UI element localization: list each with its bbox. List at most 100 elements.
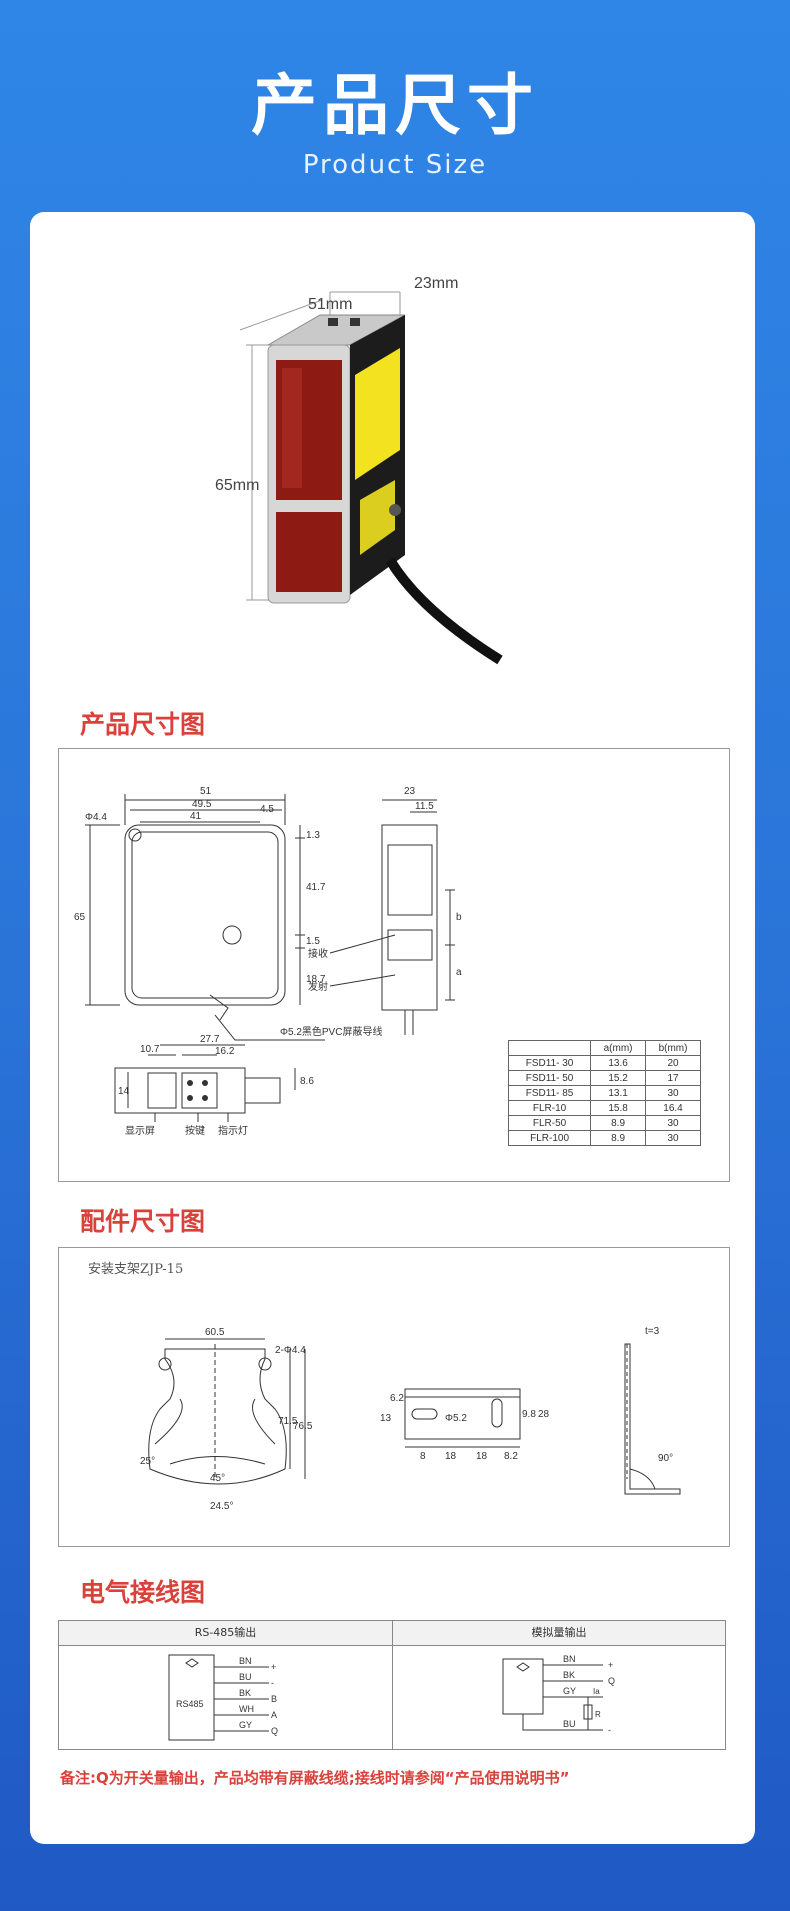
wiring-right-header: 模拟量输出 xyxy=(393,1621,725,1646)
table-cell: 15.2 xyxy=(590,1070,647,1086)
wire-color: WH xyxy=(239,1704,254,1714)
front-dim-1-5: 1.5 xyxy=(306,936,320,947)
button-label: 按键 xyxy=(185,1124,205,1137)
indicator-label: 指示灯 xyxy=(218,1124,248,1137)
table-cell: 30 xyxy=(645,1085,701,1101)
table-cell: 13.6 xyxy=(590,1055,647,1071)
bracket-angle-24-5: 24.5° xyxy=(210,1501,233,1512)
bracket-hole-dim: 2-Φ4.4 xyxy=(275,1345,306,1356)
wire-signal: - xyxy=(271,1678,274,1688)
bracket-dim-18b: 18 xyxy=(476,1451,488,1462)
side-dim-23: 23 xyxy=(404,786,416,797)
front-dim-41: 41 xyxy=(190,811,202,822)
bracket-dim-60-5: 60.5 xyxy=(205,1327,225,1338)
bracket-angle-90: 90° xyxy=(658,1453,673,1464)
table-cell: FLR-50 xyxy=(507,1115,592,1131)
front-dim-4-5: 4.5 xyxy=(260,804,274,815)
front-dim-41-7: 41.7 xyxy=(306,882,326,893)
bracket-dim-6-2: 6.2 xyxy=(390,1393,404,1404)
side-dim-a: a xyxy=(456,967,462,978)
wire-signal: A xyxy=(271,1710,277,1720)
bracket-angle-25: 25° xyxy=(140,1456,155,1467)
bottom-dim-16-2: 16.2 xyxy=(215,1046,235,1057)
wiring-note: 备注:Q为开关量输出，产品均带有屏蔽线缆;接线时请参阅“产品使用说明书” xyxy=(60,1769,570,1787)
wire-color: BN xyxy=(563,1654,576,1664)
side-dim-11-5: 11.5 xyxy=(415,801,434,812)
wire-color: BK xyxy=(239,1688,251,1698)
page-title-en: Product Size xyxy=(302,150,488,180)
wire-color: BU xyxy=(239,1672,252,1682)
table-header: a(mm) xyxy=(590,1040,647,1056)
table-cell: 16.4 xyxy=(645,1100,701,1116)
wire-signal: + xyxy=(271,1662,276,1672)
dim-height-label: 65mm xyxy=(215,477,260,494)
bottom-dim-27-7: 27.7 xyxy=(200,1034,220,1045)
bracket-dim-9-8: 9.8 xyxy=(522,1409,536,1420)
section-title-accessory-drawing: 配件尺寸图 xyxy=(80,1207,206,1236)
wire-signal: Q xyxy=(271,1726,278,1736)
bracket-angle-45: 45° xyxy=(210,1473,225,1484)
wiring-right-panel: 模拟量输出 BN + BK Q GY Ia BU - R xyxy=(393,1621,725,1749)
front-hole-dim: Φ4.4 xyxy=(85,812,107,823)
bracket-thickness: t=3 xyxy=(645,1326,660,1337)
front-dim-18-7: 18.7 xyxy=(306,974,326,985)
wire-signal: B xyxy=(271,1694,277,1704)
front-dim-51: 51 xyxy=(200,786,212,797)
front-dim-65: 65 xyxy=(74,912,86,923)
bottom-dim-10-7: 10.7 xyxy=(140,1044,160,1055)
table-cell: 30 xyxy=(645,1115,701,1131)
product-illustration xyxy=(239,291,503,665)
table-header xyxy=(507,1040,592,1056)
receive-label: 接收 xyxy=(308,947,328,960)
bracket-name: 安装支架ZJP-15 xyxy=(88,1262,184,1277)
dim-width-label: 51mm xyxy=(308,296,353,313)
wire-signal: Ia xyxy=(593,1687,600,1696)
table-cell: 20 xyxy=(645,1055,701,1071)
table-cell: 13.1 xyxy=(590,1085,647,1101)
section-title-product-drawing: 产品尺寸图 xyxy=(80,710,206,739)
bottom-dim-14: 14 xyxy=(118,1086,130,1097)
table-cell: 8.9 xyxy=(590,1130,647,1146)
wire-color: GY xyxy=(239,1720,252,1730)
wire-color: BK xyxy=(563,1670,575,1680)
wire-color: GY xyxy=(563,1686,576,1696)
bottom-dim-8-6: 8.6 xyxy=(300,1076,314,1087)
table-cell: 30 xyxy=(645,1130,701,1146)
table-cell: FLR-10 xyxy=(507,1100,592,1116)
bracket-dim-28: 28 xyxy=(538,1409,550,1420)
bracket-slot-dim: Φ5.2 xyxy=(445,1413,467,1424)
front-dim-49-5: 49.5 xyxy=(192,799,212,810)
bracket-drawing: 60.5 2-Φ4.4 71.5 76.5 25° 45° 24.5° 6.2 … xyxy=(140,1326,681,1512)
wire-signal: Q xyxy=(608,1676,615,1686)
front-dim-1-3: 1.3 xyxy=(306,830,320,841)
display-label: 显示屏 xyxy=(125,1125,155,1137)
rs485-wiring: RS485 BN + BU - BK B WH A GY Q xyxy=(168,1654,278,1741)
table-header: b(mm) xyxy=(645,1040,701,1056)
rs485-box-label: RS485 xyxy=(176,1699,204,1709)
cable-note: Φ5.2黑色PVC屏蔽导线 xyxy=(280,1025,382,1038)
table-cell: 8.9 xyxy=(590,1115,647,1131)
product-drawing: 51 49.5 41 4.5 Φ4.4 65 1.3 41.7 1.5 18.7… xyxy=(74,786,462,1137)
wiring-diagram: RS-485输出 RS485 BN + BU - BK B WH A GY Q … xyxy=(58,1620,726,1750)
wire-color: BN xyxy=(239,1656,252,1666)
wire-signal: + xyxy=(608,1660,613,1670)
wiring-left-panel: RS-485输出 RS485 BN + BU - BK B WH A GY Q xyxy=(59,1621,393,1749)
dim-depth-label: 23mm xyxy=(414,275,459,292)
table-cell: FLR-100 xyxy=(507,1130,592,1146)
table-cell: 15.8 xyxy=(590,1100,647,1116)
page-title-cn: 产品尺寸 xyxy=(251,67,539,144)
table-cell: FSD11- 85 xyxy=(507,1085,592,1101)
bracket-dim-13: 13 xyxy=(380,1413,392,1424)
wire-signal: - xyxy=(608,1725,611,1735)
table-cell: FSD11- 50 xyxy=(507,1070,592,1086)
emit-label: 发射 xyxy=(308,980,328,993)
table-cell: FSD11- 30 xyxy=(507,1055,592,1071)
table-cell: 17 xyxy=(645,1070,701,1086)
